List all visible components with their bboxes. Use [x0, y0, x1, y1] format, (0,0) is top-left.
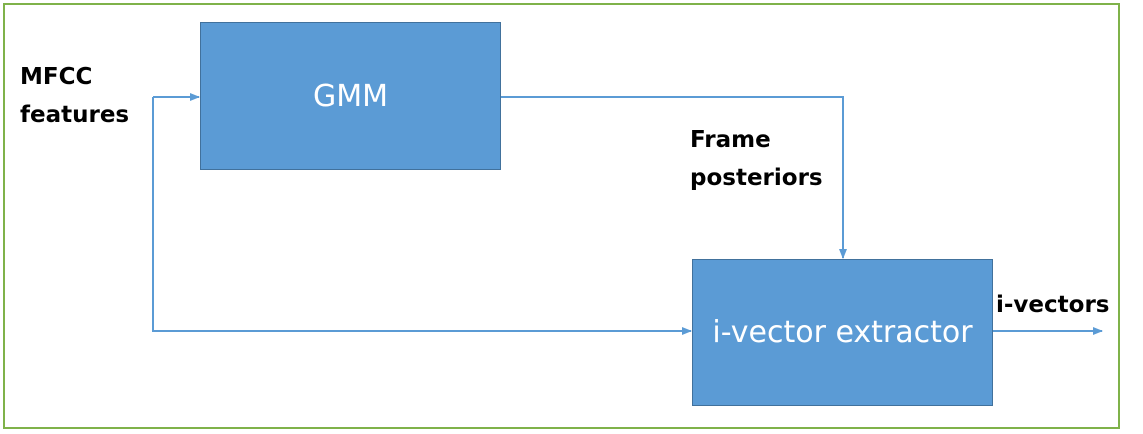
- arrow-features-to-extractor: [152, 97, 692, 335]
- frame-posteriors-label-line1: Frame: [690, 127, 771, 153]
- diagram-frame: [3, 3, 1120, 429]
- input-label: MFCC features: [20, 58, 129, 134]
- input-label-line1: MFCC: [20, 64, 93, 90]
- output-label: i-vectors: [996, 292, 1110, 318]
- arrow-gmm-to-extractor: [501, 96, 847, 259]
- input-label-line2: features: [20, 102, 130, 128]
- frame-posteriors-label: Frame posteriors: [690, 121, 823, 197]
- ivector-extractor-block-label: i-vector extractor: [712, 315, 973, 350]
- frame-posteriors-label-line2: posteriors: [690, 165, 823, 191]
- gmm-block-label: GMM: [312, 78, 388, 114]
- ivector-extractor-block: i-vector extractor: [692, 259, 993, 406]
- gmm-block: GMM: [200, 22, 501, 170]
